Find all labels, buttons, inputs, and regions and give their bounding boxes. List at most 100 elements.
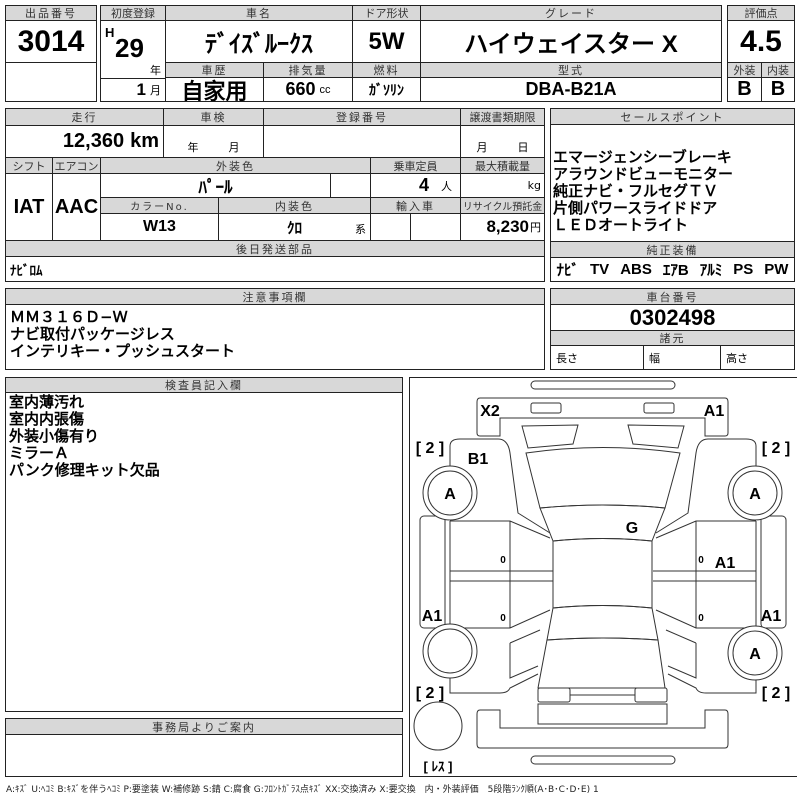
front-bumper bbox=[476, 397, 729, 437]
mark-a1-lsill: A1 bbox=[422, 608, 443, 625]
later-parts-label: 後日発送部品 bbox=[6, 241, 544, 257]
transfer-cell: 月日 bbox=[461, 126, 544, 158]
chassis-box: 車台番号 0302498 諸元 長さ 幅 高さ bbox=[550, 288, 795, 370]
grade: ハイウェイスター X bbox=[421, 21, 721, 63]
equipment-label: 純正装備 bbox=[551, 241, 794, 258]
first-reg-label: 初度登録 bbox=[101, 6, 166, 21]
import-label: 輸入車 bbox=[371, 198, 461, 214]
mark-a-fl: A bbox=[444, 486, 456, 503]
office-box: 事務局よりご案内 bbox=[5, 718, 403, 777]
mileage-unit: km bbox=[130, 130, 159, 152]
fog-lamp-left bbox=[530, 402, 562, 414]
front-bar bbox=[530, 380, 676, 390]
mark-a-fr: A bbox=[749, 486, 761, 503]
equipment-item: ABS bbox=[620, 261, 652, 278]
tread-rl: [ 2 ] bbox=[416, 685, 444, 702]
transfer-month-unit: 月 bbox=[476, 141, 488, 154]
model-label: 型式 bbox=[421, 63, 721, 78]
sales-points-label: セールスポイント bbox=[551, 109, 794, 125]
max-load-label: 最大積載量 bbox=[461, 158, 544, 174]
interior-grade: B bbox=[770, 78, 786, 100]
sales-point: 片側パワースライドドア bbox=[553, 199, 718, 217]
transfer-label: 譲渡書類期限 bbox=[461, 109, 544, 126]
equipment-item: ﾅﾋﾞ bbox=[556, 262, 580, 279]
capacity: 4 bbox=[418, 175, 429, 195]
doors-left bbox=[449, 520, 553, 629]
exterior-label: 外装 bbox=[728, 63, 762, 78]
office-label: 事務局よりご案内 bbox=[6, 719, 402, 735]
model: DBA-B21A bbox=[525, 79, 617, 99]
front-fender-left bbox=[449, 438, 551, 534]
reg-year: 29 bbox=[115, 33, 144, 63]
aircon-label: エアコン bbox=[53, 158, 101, 174]
color-no: W13 bbox=[101, 214, 219, 241]
front-fender-right bbox=[655, 438, 757, 534]
month-unit: 月 bbox=[150, 84, 161, 97]
roof bbox=[552, 538, 653, 609]
sales-points-box: セールスポイント エマージェンシーブレーキ アラウンドビューモニター 純正ナビ・… bbox=[550, 108, 795, 282]
rear-quarter-left bbox=[449, 629, 541, 694]
history: 自家用 bbox=[166, 78, 264, 101]
ext-color: ﾊﾟｰﾙ bbox=[101, 174, 331, 198]
mileage-label: 走行 bbox=[6, 109, 164, 126]
displacement-label: 排気量 bbox=[264, 63, 353, 78]
score-label: 評価点 bbox=[728, 6, 794, 21]
first-reg-year-cell: H 29 年 bbox=[101, 21, 166, 78]
damage-diagram: X2 A1 B1 G A A A A1 A1 A1 [ 2 ] [ 2 ] [ … bbox=[409, 377, 797, 777]
score-box: 評価点 4.5 外装 内装 B B bbox=[727, 5, 795, 102]
headlight-right bbox=[627, 424, 685, 449]
fog-lamp-right bbox=[643, 402, 675, 414]
aircon: AAC bbox=[53, 174, 101, 241]
mark-a1-front: A1 bbox=[704, 403, 725, 420]
int-color-label: 内装色 bbox=[219, 198, 371, 214]
interior-label: 内装 bbox=[762, 63, 794, 78]
transfer-day-unit: 日 bbox=[517, 141, 529, 154]
exterior-grade: B bbox=[728, 78, 762, 101]
grade-label: グレード bbox=[421, 6, 721, 21]
ext-color-label: 外装色 bbox=[101, 158, 371, 174]
sill-right bbox=[760, 515, 787, 629]
doors-right bbox=[653, 520, 757, 629]
inspection-label: 車検 bbox=[164, 109, 264, 126]
equipment-item: PS bbox=[733, 261, 754, 278]
note: ＭＭ３１６Ｄ−Ｗ bbox=[10, 308, 128, 326]
score: 4.5 bbox=[728, 21, 794, 63]
wheel-rl bbox=[422, 623, 478, 679]
sales-point: アラウンドビューモニター bbox=[553, 165, 734, 183]
equipment-item: TV bbox=[590, 261, 610, 278]
spec-height: 高さ bbox=[726, 351, 748, 365]
car-name: ﾃﾞｲｽﾞﾙｰｸｽ bbox=[166, 21, 353, 63]
spare-label: [ ﾚｽ ] bbox=[424, 759, 453, 774]
car-outline: X2 A1 B1 G A A A A1 A1 A1 [ 2 ] [ 2 ] [ … bbox=[413, 380, 790, 774]
door-type: 5W bbox=[353, 21, 421, 63]
wheel-rr bbox=[727, 625, 783, 681]
inspector-label: 検査員記入欄 bbox=[6, 378, 402, 393]
tail-lamp-right bbox=[634, 687, 668, 703]
spec-length: 長さ bbox=[551, 346, 644, 369]
mark-b1: B1 bbox=[468, 451, 489, 468]
recycle: 8,230 bbox=[486, 217, 529, 236]
equipment-list: ﾅﾋﾞ TV ABS ｴｱB ｱﾙﾐ PS PW bbox=[551, 258, 794, 281]
rear-bar bbox=[530, 755, 676, 765]
shift-label: シフト bbox=[6, 158, 53, 174]
reg-month-cell: 1 月 bbox=[101, 78, 166, 101]
rear-quarter-right bbox=[665, 629, 757, 694]
int-color-cell: ｸﾛ 系 bbox=[219, 214, 371, 241]
sales-point: 純正ナビ・フルセグＴＶ bbox=[553, 182, 719, 200]
reg-month: 1 bbox=[136, 80, 146, 99]
tail-lamp-left bbox=[537, 687, 571, 703]
equipment-item: ｱﾙﾐ bbox=[699, 262, 723, 279]
equipment-item: PW bbox=[764, 261, 789, 278]
color-no-label: カラーNo. bbox=[101, 198, 219, 214]
tread-rr: [ 2 ] bbox=[762, 685, 790, 702]
notes-label: 注意事項欄 bbox=[6, 289, 544, 305]
inspector-box: 検査員記入欄 室内薄汚れ 室内内張傷 外装小傷有り ミラーＡ パンク修理キット欠… bbox=[5, 377, 403, 712]
inspector-note: 室内薄汚れ bbox=[9, 393, 85, 411]
int-color: ｸﾛ bbox=[286, 219, 302, 237]
door-label: ドア形状 bbox=[353, 6, 421, 21]
inspector-note: 室内内張傷 bbox=[9, 410, 85, 428]
recycle-label: リサイクル預託金 bbox=[461, 198, 544, 214]
mark-zero: 0 bbox=[698, 613, 704, 624]
